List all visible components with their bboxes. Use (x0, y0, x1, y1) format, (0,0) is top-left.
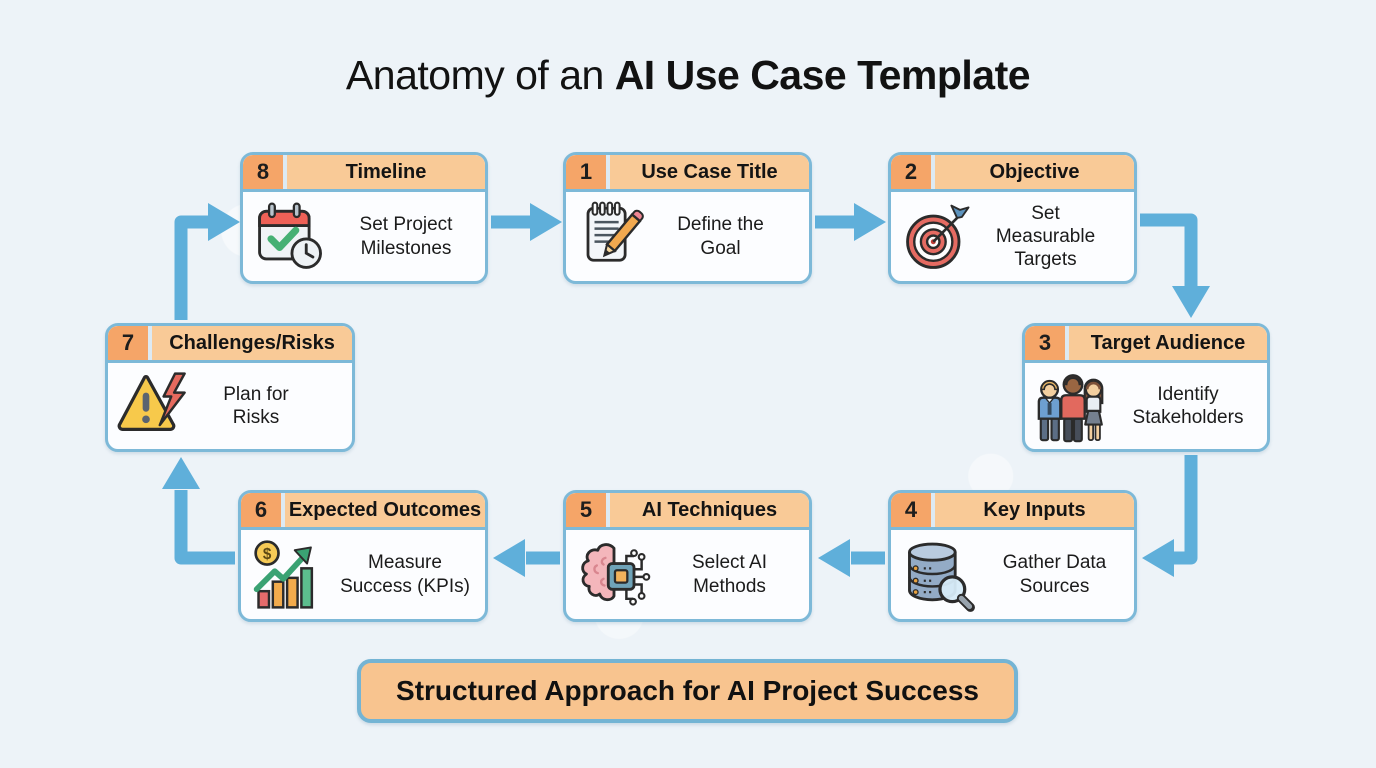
step-title: Timeline (287, 155, 485, 189)
arrow-7-to-8 (174, 203, 240, 320)
database-search-icon (891, 535, 987, 615)
brain-chip-icon (566, 535, 662, 615)
target-dart-icon (891, 197, 987, 277)
card-body: Identify Stakeholders (1025, 363, 1267, 449)
card-header: 5 AI Techniques (566, 493, 809, 530)
step-card-timeline: 8 Timeline Set Project Milestones (240, 152, 488, 284)
step-description: Gather Data Sources (1002, 552, 1107, 597)
step-card-ai-techniques: 5 AI Techniques Select AI Methods (563, 490, 812, 622)
step-card-objective: 2 Objective Set Measurable Targets (888, 152, 1137, 284)
calendar-clock-icon (243, 197, 339, 277)
step-number-badge: 4 (891, 493, 931, 527)
card-header: 8 Timeline (243, 155, 485, 192)
step-title: Challenges/Risks (152, 326, 352, 360)
page-title: Anatomy of an AI Use Case Template (0, 52, 1376, 99)
card-body: $ Measure Success (KPIs) (241, 530, 485, 619)
growth-chart-icon: $ (241, 535, 337, 615)
card-body: Define the Goal (566, 192, 809, 281)
notepad-pencil-icon (566, 198, 662, 276)
summary-banner-label: Structured Approach for AI Project Succe… (396, 675, 979, 706)
svg-text:$: $ (263, 545, 272, 562)
step-number-badge: 5 (566, 493, 606, 527)
step-title: Expected Outcomes (285, 493, 485, 527)
step-number-badge: 1 (566, 155, 606, 189)
step-title: Use Case Title (610, 155, 809, 189)
warning-bolt-icon (108, 366, 204, 446)
step-number-badge: 7 (108, 326, 148, 360)
step-number-badge: 8 (243, 155, 283, 189)
page-title-bold: AI Use Case Template (614, 52, 1031, 98)
step-title: Target Audience (1069, 326, 1267, 360)
step-number-badge: 6 (241, 493, 281, 527)
step-description: Identify Stakeholders (1132, 383, 1244, 428)
step-description: Select AI Methods (692, 552, 767, 597)
step-description: Measure Success (KPIs) (340, 552, 470, 597)
card-body: Plan for Risks (108, 363, 352, 449)
step-card-key-inputs: 4 Key Inputs Gather Data (888, 490, 1137, 622)
card-header: 7 Challenges/Risks (108, 326, 352, 363)
arrow-2-to-3 (1140, 213, 1210, 318)
page-title-regular: Anatomy of an (345, 52, 615, 98)
card-body: Select AI Methods (566, 530, 809, 619)
card-body: Set Project Milestones (243, 192, 485, 281)
step-card-expected-outcomes: 6 Expected Outcomes $ Measure Success (K… (238, 490, 488, 622)
step-description: Plan for Risks (223, 383, 289, 428)
step-card-use-case-title: 1 Use Case Title (563, 152, 812, 284)
card-header: 4 Key Inputs (891, 493, 1134, 530)
card-header: 6 Expected Outcomes (241, 493, 485, 530)
people-group-icon (1025, 365, 1121, 447)
step-description: Set Project Milestones (359, 214, 453, 259)
card-body: Gather Data Sources (891, 530, 1134, 619)
step-number-badge: 3 (1025, 326, 1065, 360)
step-title: Objective (935, 155, 1134, 189)
arrow-6-to-7 (162, 457, 235, 565)
card-header: 1 Use Case Title (566, 155, 809, 192)
step-card-target-audience: 3 Target Audience (1022, 323, 1270, 452)
arrow-5-to-6 (493, 539, 560, 577)
step-number-badge: 2 (891, 155, 931, 189)
card-header: 2 Objective (891, 155, 1134, 192)
summary-banner: Structured Approach for AI Project Succe… (357, 659, 1018, 723)
arrow-1-to-2 (815, 203, 886, 241)
card-body: Set Measurable Targets (891, 192, 1134, 281)
arrow-3-to-4 (1142, 455, 1198, 577)
card-header: 3 Target Audience (1025, 326, 1267, 363)
step-description: Set Measurable Targets (995, 202, 1096, 271)
arrow-4-to-5 (818, 539, 885, 577)
arrow-8-to-1 (491, 203, 562, 241)
step-card-challenges-risks: 7 Challenges/Risks Plan for Risks (105, 323, 355, 452)
step-description: Define the Goal (677, 214, 764, 259)
step-title: Key Inputs (935, 493, 1134, 527)
step-title: AI Techniques (610, 493, 809, 527)
